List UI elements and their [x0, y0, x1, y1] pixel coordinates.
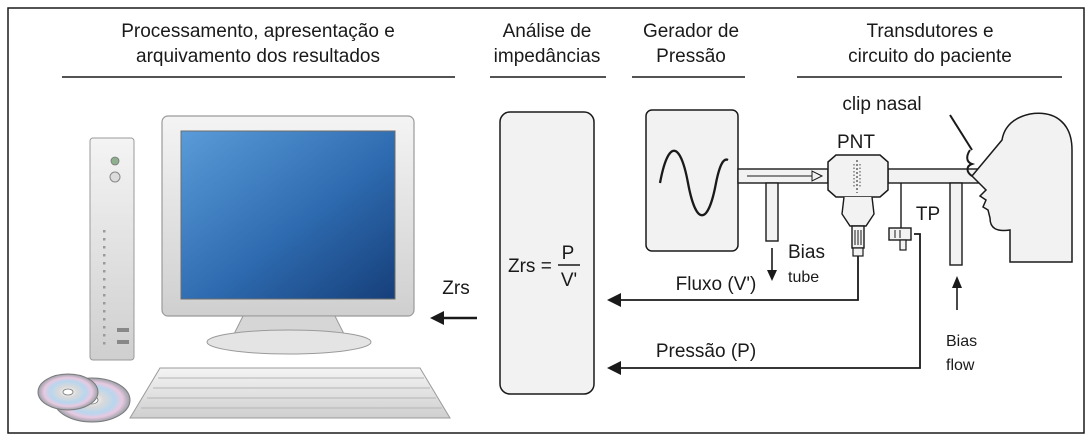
outer-frame — [7, 7, 1085, 434]
header-transducers-line2: circuito do paciente — [848, 46, 1012, 67]
tp-label: TP — [916, 204, 940, 225]
computer-illustration — [37, 115, 451, 423]
nose-clip-icon — [966, 149, 976, 177]
formula-denominator: V' — [561, 270, 577, 291]
pressure-signal-label: Pressão (P) — [656, 341, 756, 362]
pc-tower — [89, 137, 135, 361]
formula-lhs: Zrs = — [508, 256, 552, 277]
header-impedance-line1: Análise de — [503, 21, 592, 42]
pnt-device — [827, 154, 889, 257]
flow-signal-line — [618, 256, 859, 301]
header-generator-line1: Gerador de — [643, 21, 739, 42]
pressure-signal-arrowhead — [607, 361, 621, 375]
clip-nasal-label: clip nasal — [842, 94, 921, 115]
bias-flow-label-line2: flow — [946, 357, 975, 374]
bias-tube-arrow-head — [767, 270, 777, 281]
pc-keyboard — [129, 367, 451, 419]
cd-discs — [37, 373, 131, 423]
pnt-label: PNT — [837, 132, 875, 153]
header-transducers-line1: Transdutores e — [866, 21, 993, 42]
clip-nasal-pointer — [949, 114, 973, 151]
sine-wave-icon — [658, 149, 729, 217]
formula-numerator: P — [562, 243, 575, 264]
tp-transducer — [888, 183, 912, 251]
impedance-formula: Zrs = P V' — [508, 243, 580, 291]
bias-flow-label-line1: Bias — [946, 333, 977, 350]
bias-tube-label-line1: Bias — [788, 242, 825, 263]
bias-tube-label-line2: tube — [788, 269, 819, 286]
bias-tube — [765, 182, 779, 242]
header-processing-line2: arquivamento dos resultados — [136, 46, 380, 67]
header-generator-line2: Pressão — [656, 46, 726, 67]
impedance-box — [499, 111, 595, 395]
flow-signal-arrowhead — [607, 293, 621, 307]
pressure-signal-line — [618, 233, 921, 369]
header-processing-line1: Processamento, apresentação e — [121, 21, 395, 42]
zrs-arrow-head — [430, 311, 444, 325]
zrs-output-label: Zrs — [442, 278, 469, 299]
pc-monitor — [161, 115, 415, 355]
bias-flow-arrow-head — [952, 276, 962, 288]
header-impedance-line2: impedâncias — [494, 46, 601, 67]
flow-signal-label: Fluxo (V') — [676, 274, 757, 295]
patient-head — [970, 112, 1073, 263]
bias-flow-tube — [949, 182, 963, 266]
main-tube — [737, 168, 981, 184]
